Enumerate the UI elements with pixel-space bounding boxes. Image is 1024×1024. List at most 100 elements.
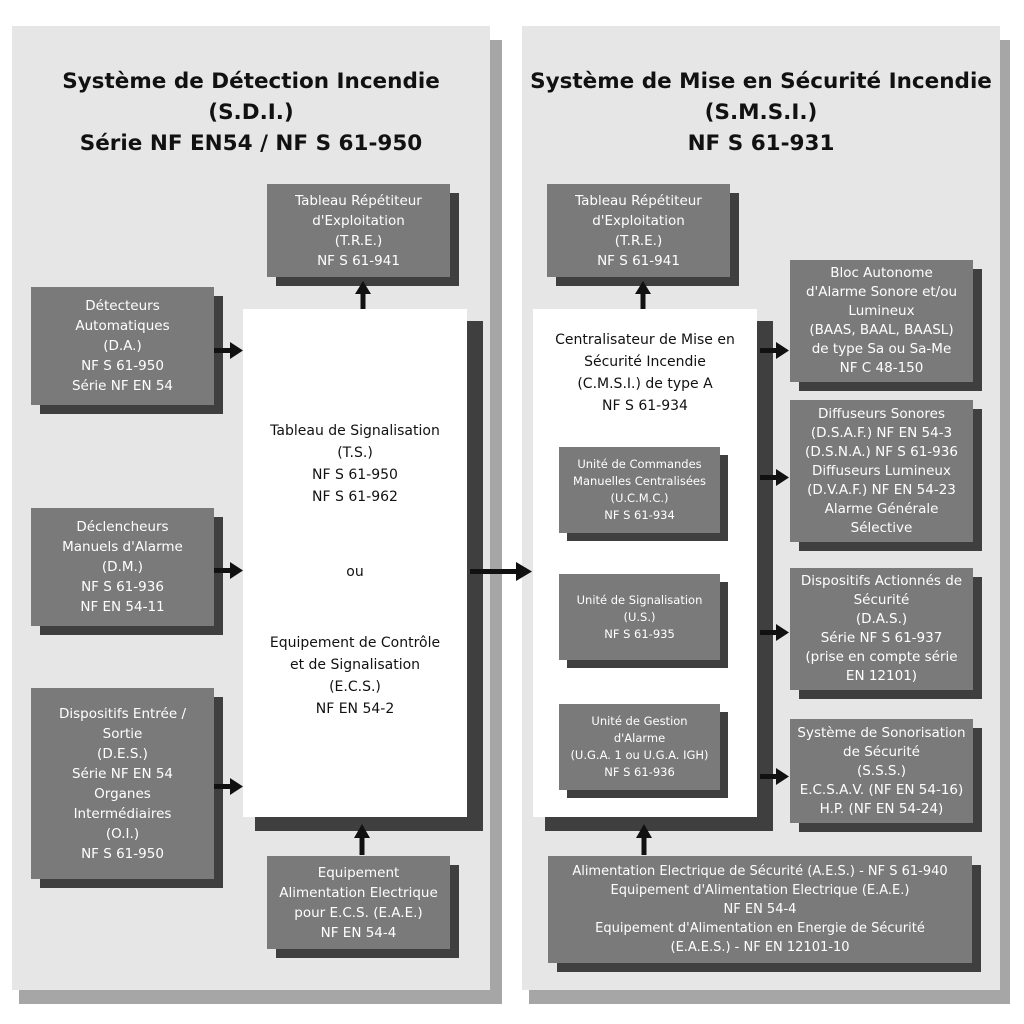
text-line: (BAAS, BAAL, BAASL) [809, 322, 954, 338]
dm-box: Déclencheurs Manuels d'Alarme (D.M.) NF … [31, 508, 214, 626]
text-line: Organes [94, 785, 151, 802]
text-line: Détecteurs [85, 298, 160, 314]
text-line: EN 12101) [845, 668, 918, 684]
sss-box: Système de Sonorisation de Sécurité (S.S… [790, 719, 973, 823]
text-line: NF S 61-931 [687, 131, 835, 156]
text-line: (S.D.I.) [208, 100, 294, 125]
text-line: NF EN 54-4 [723, 902, 797, 917]
uga-box: Unité de Gestion d'Alarme (U.G.A. 1 ou U… [559, 704, 720, 790]
text-line: Sécurité Incendie [584, 354, 706, 370]
text-line: NF S 61-950 [312, 467, 398, 483]
text-line: Tableau de Signalisation [270, 423, 440, 439]
arrow-cmsi-to-das [760, 624, 789, 641]
text-line: d'Alarme [613, 731, 666, 745]
arrow-cmsi-to-baas [760, 342, 789, 359]
text-line: (D.E.S.) [97, 745, 148, 762]
text-line: Equipement [317, 864, 400, 881]
das-box: Dispositifs Actionnés de Sécurité (D.A.S… [790, 568, 973, 690]
text-line: d'Exploitation [592, 212, 685, 229]
arrow-up-eae [354, 824, 370, 855]
text-line: Alimentation Electrique de Sécurité (A.E… [572, 864, 948, 879]
text-line: NF S 61-950 [81, 358, 164, 374]
eae-box: Equipement Alimentation Electrique pour … [267, 856, 450, 949]
text-line: Système de Sonorisation [797, 724, 966, 741]
text-line: (U.C.M.C.) [610, 491, 669, 505]
text-line: Série NF EN 54 [71, 378, 174, 394]
text-line: NF S 61-941 [597, 252, 680, 269]
or-label: ou [346, 564, 364, 580]
arrow-dm-to-ts [214, 562, 243, 579]
ts-ecs-box: Tableau de Signalisation (T.S.) NF S 61-… [243, 309, 467, 817]
arrow-up-aes [636, 824, 652, 855]
text-line: NF S 61-934 [602, 398, 688, 414]
text-line: pour E.C.S. (E.A.E.) [294, 904, 423, 921]
text-line: NF S 61-941 [317, 252, 400, 269]
text-line: Système de Mise en Sécurité Incendie [530, 69, 992, 94]
arrow-cmsi-to-sss [760, 768, 789, 785]
text-line: Equipement d'Alimentation en Energie de … [595, 921, 925, 936]
arrow-cmsi-to-diffuseurs [760, 469, 789, 486]
text-line: (T.R.E.) [334, 232, 383, 249]
text-line: (D.S.A.F.) NF EN 54-3 [810, 424, 953, 441]
text-line: Manuels d'Alarme [62, 539, 183, 555]
diffuseurs-box: Diffuseurs Sonores (D.S.A.F.) NF EN 54-3… [790, 400, 973, 542]
text-line: NF S 61-936 [81, 579, 164, 595]
arrow-up-tre-right [635, 281, 651, 309]
text-line: Tableau Répétiteur [295, 192, 422, 209]
text-line: NF S 61-962 [312, 489, 398, 505]
text-line: Sécurité [853, 592, 910, 608]
text-line: Série NF S 61-937 [820, 630, 943, 646]
text-line: Alimentation Electrique [279, 884, 438, 901]
text-line: (U.G.A. 1 ou U.G.A. IGH) [570, 748, 709, 762]
text-line: NF S 61-936 [604, 765, 675, 779]
text-line: (D.A.) [103, 338, 142, 354]
text-line: (E.A.E.S.) - NF EN 12101-10 [670, 940, 850, 955]
text-line: Automatiques [75, 318, 170, 334]
text-line: Alarme Générale [824, 500, 939, 517]
da-box: Détecteurs Automatiques (D.A.) NF S 61-9… [31, 287, 214, 405]
text-line: Intermédiaires [73, 805, 172, 822]
text-line: Lumineux [848, 303, 915, 319]
text-line: NF S 61-935 [604, 626, 675, 641]
text-line: NF C 48-150 [839, 360, 924, 376]
arrow-ts-to-cmsi [470, 562, 532, 581]
smsi-title: Système de Mise en Sécurité Incendie (S.… [522, 66, 1000, 159]
tre-box-right: Tableau Répétiteur d'Exploitation (T.R.E… [547, 184, 730, 277]
text-line: de type Sa ou Sa-Me [811, 341, 952, 357]
text-line: Unité de Gestion [591, 714, 688, 728]
text-line: NF EN 54-11 [80, 599, 165, 615]
text-line: Equipement de Contrôle [269, 635, 441, 651]
text-line: (D.M.) [101, 559, 144, 575]
text-line: Système de Détection Incendie [62, 69, 440, 94]
us-box: Unité de Signalisation (U.S.) NF S 61-93… [559, 574, 720, 660]
text-line: Tableau Répétiteur [575, 192, 702, 209]
text-line: Dispositifs Actionnés de [800, 573, 963, 589]
text-line: H.P. (NF EN 54-24) [819, 800, 944, 817]
text-line: Manuelles Centralisées [573, 474, 706, 488]
text-line: (D.V.A.F.) NF EN 54-23 [807, 481, 956, 498]
text-line: Bloc Autonome [830, 265, 933, 281]
text-line: (O.I.) [105, 825, 140, 842]
text-line: Diffuseurs Lumineux [812, 462, 951, 479]
sdi-title: Système de Détection Incendie (S.D.I.) S… [12, 66, 490, 159]
text-line: Déclencheurs [76, 519, 169, 535]
text-line: (S.S.S.) [856, 762, 907, 779]
ucmc-box: Unité de Commandes Manuelles Centralisée… [559, 447, 720, 533]
text-line: d'Exploitation [312, 212, 405, 229]
text-line: Sélective [850, 519, 913, 536]
text-line: d'Alarme Sonore et/ou [805, 284, 958, 300]
text-line: NF EN 54-4 [320, 924, 397, 941]
text-line: NF S 61-950 [81, 845, 164, 862]
text-line: et de Signalisation [289, 657, 421, 673]
text-line: (U.S.) [623, 609, 656, 624]
text-line: NF S 61-934 [604, 508, 675, 522]
text-line: (prise en compte série [805, 649, 958, 665]
text-line: Dispositifs Entrée / [59, 705, 186, 722]
aes-box: Alimentation Electrique de Sécurité (A.E… [548, 856, 972, 963]
text-line: Série NF EN 54 [71, 765, 174, 782]
text-line: (D.S.N.A.) NF S 61-936 [805, 443, 958, 460]
arrow-da-to-ts [214, 342, 243, 359]
text-line: (T.S.) [337, 445, 373, 461]
text-line: Série NF EN54 / NF S 61-950 [79, 131, 423, 156]
